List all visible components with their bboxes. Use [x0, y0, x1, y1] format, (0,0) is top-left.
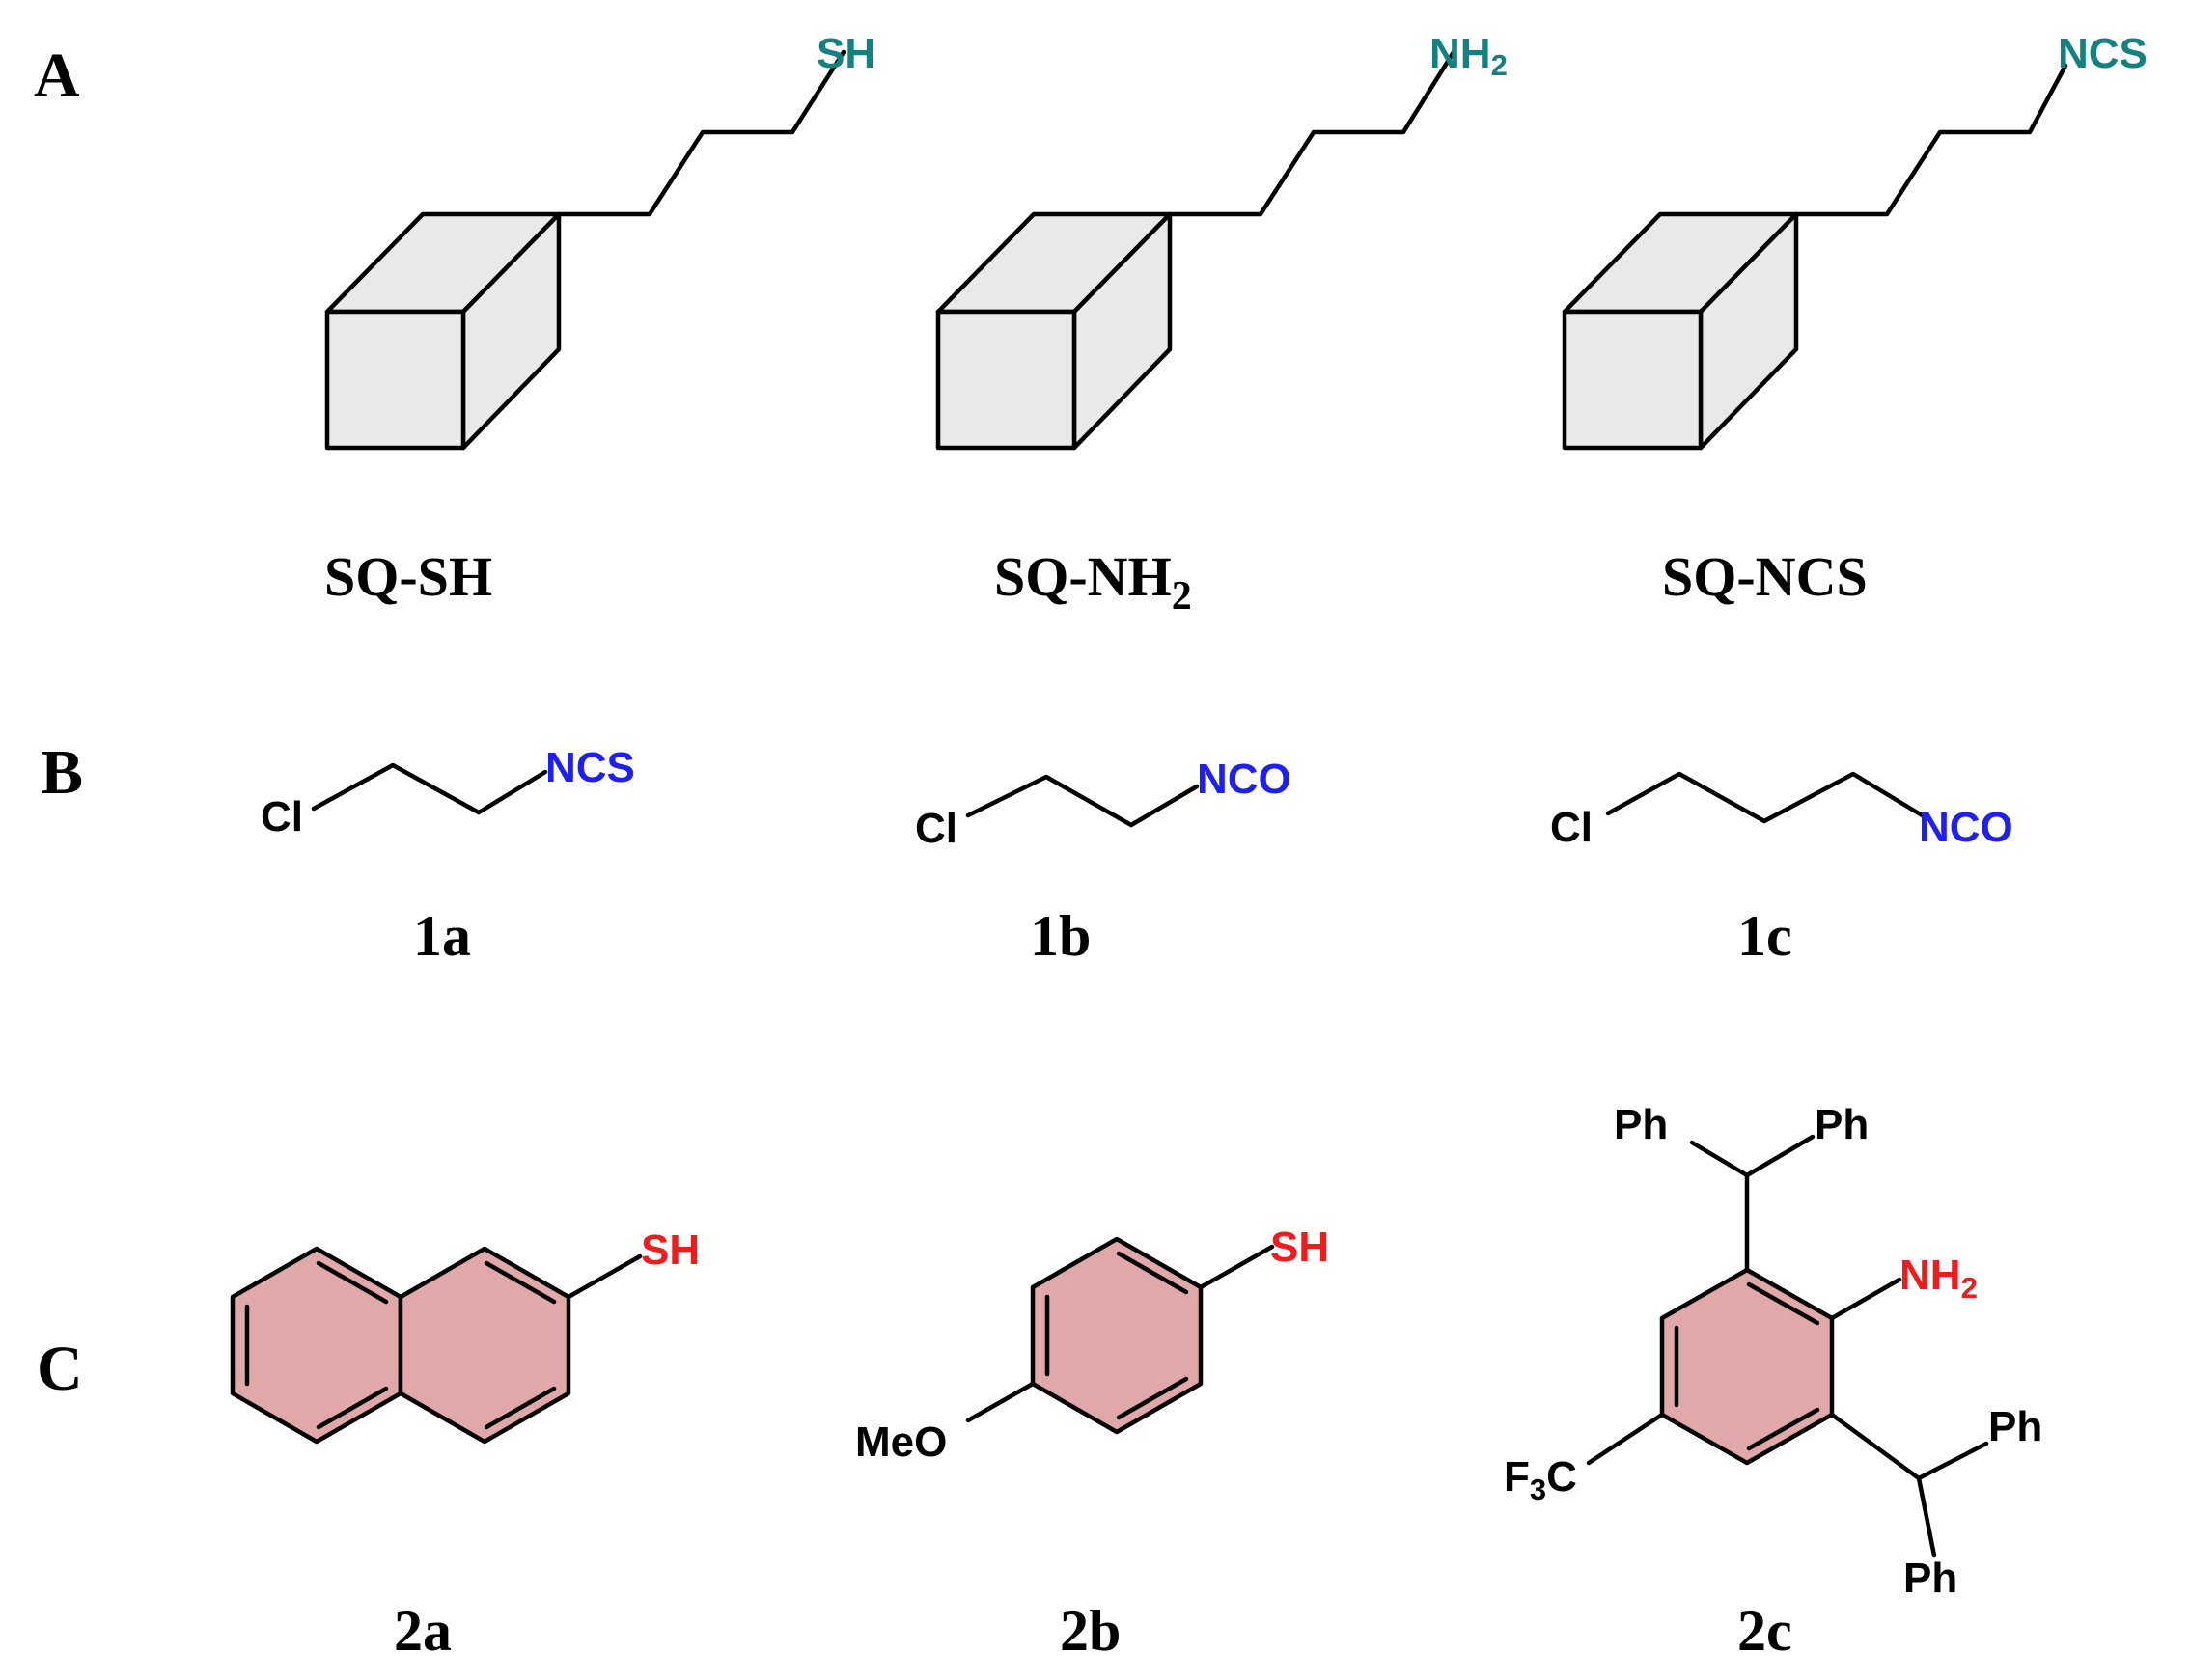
compound-2c: Ph Ph NH2 Ph Ph F3C [1504, 1101, 2042, 1602]
sq-ncs-structure: NCS [1562, 30, 2148, 451]
double-bond [484, 1386, 557, 1430]
label-sq-ncs: SQ-NCS [1662, 545, 1868, 608]
label-2a: 2a [394, 1599, 452, 1663]
label-2c: 2c [1737, 1599, 1792, 1663]
label-1b: 1b [1030, 904, 1091, 968]
cube-front-face [324, 309, 466, 451]
ethyl-chain [311, 762, 548, 815]
propyl-chain [1793, 63, 2068, 217]
compound-1b: Cl NCO [915, 756, 1291, 852]
thiol-group: SH [1270, 1224, 1329, 1271]
chloro-atom: Cl [261, 793, 303, 840]
label-1a: 1a [413, 904, 471, 968]
label-sq-sh: SQ-SH [324, 545, 492, 608]
isothiocyanate-group: NCS [2058, 30, 2148, 77]
double-bond [316, 1386, 389, 1430]
c-o-bond [965, 1381, 1036, 1423]
benzene-ring-left [230, 1246, 403, 1445]
c-ph-bond [1916, 1475, 1937, 1558]
label-sq-nh2: SQ-NH2 [994, 545, 1192, 619]
isocyanate-group: NCO [1919, 804, 2013, 851]
chloro-atom: Cl [1550, 804, 1593, 851]
cube-front-face [935, 309, 1077, 451]
benzene-ring [1659, 1267, 1835, 1466]
panel-label-b: B [41, 737, 83, 808]
double-bond [1116, 1251, 1189, 1295]
trifluoromethyl-group: F3C [1504, 1453, 1577, 1506]
amine-group: NH2 [1429, 30, 1508, 82]
isocyanate-group: NCO [1197, 756, 1291, 803]
phenyl-group: Ph [1988, 1403, 2042, 1450]
c-cf3-bond [1586, 1412, 1665, 1466]
double-bond [1746, 1407, 1820, 1451]
compound-2b: SH MeO [855, 1224, 1329, 1466]
sq-sh-structure: SH [324, 30, 875, 451]
benzhydryl-bonds [1829, 1412, 1989, 1481]
propyl-chain [556, 49, 846, 217]
phenyl-group: Ph [1815, 1101, 1869, 1148]
thiol-group: SH [817, 30, 875, 77]
propyl-chain [1605, 771, 1927, 824]
cube-front-face [1562, 309, 1704, 451]
amine-group: NH2 [1899, 1252, 1978, 1305]
sq-nh2-structure: NH2 [935, 30, 1508, 451]
compound-2a: SH [230, 1226, 700, 1445]
phenyl-group: Ph [1903, 1555, 1957, 1602]
phenyl-group: Ph [1614, 1101, 1668, 1148]
propyl-chain [1167, 49, 1456, 217]
ethyl-chain [965, 774, 1200, 828]
c-s-bond [566, 1253, 643, 1300]
panel-label-c: C [37, 1334, 83, 1404]
double-bond [484, 1260, 557, 1305]
chloro-atom: Cl [915, 805, 957, 852]
compound-1a: Cl NCS [261, 744, 635, 840]
label-2b: 2b [1060, 1599, 1121, 1663]
methoxy-group: MeO [855, 1418, 947, 1466]
c-n-bond [1829, 1277, 1902, 1321]
thiol-group: SH [641, 1226, 700, 1274]
isothiocyanate-group: NCS [545, 744, 635, 791]
panel-label-a: A [34, 41, 80, 111]
label-1c: 1c [1737, 904, 1792, 968]
compound-1c: Cl NCO [1550, 771, 2013, 851]
double-bond [1746, 1281, 1820, 1326]
double-bond [1116, 1376, 1189, 1420]
c-s-bond [1198, 1244, 1275, 1290]
double-bond [316, 1260, 389, 1305]
benzhydryl-bonds [1689, 1134, 1816, 1178]
benzene-ring-right [398, 1246, 571, 1445]
benzene-ring [1030, 1236, 1204, 1435]
